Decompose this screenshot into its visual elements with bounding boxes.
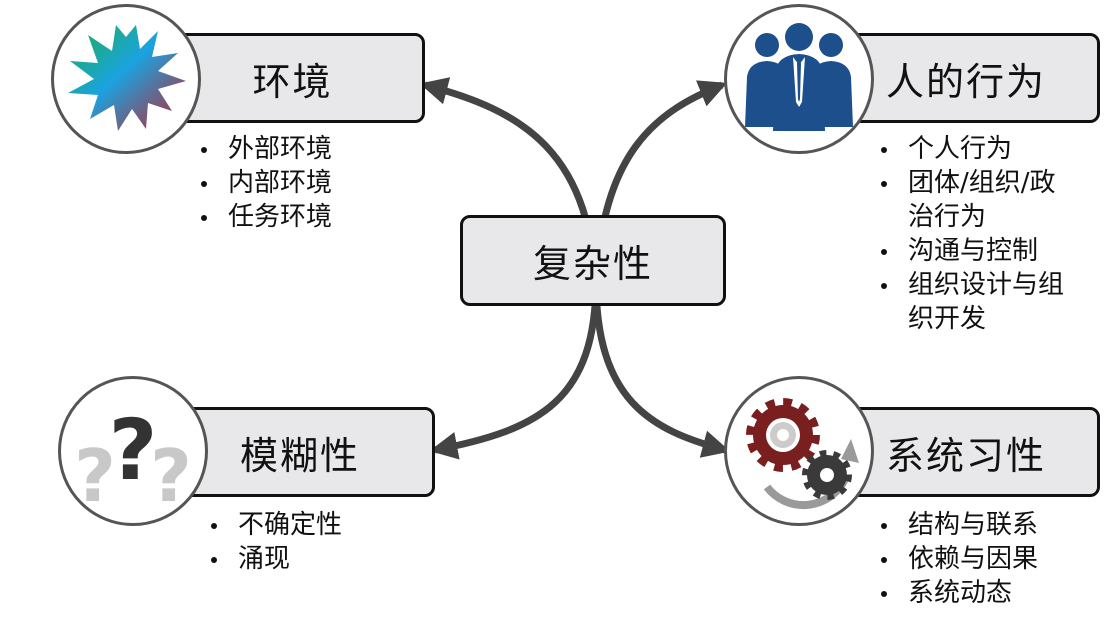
human-behavior-circle (724, 4, 874, 154)
human-behavior-title: 人的行为 (885, 59, 1046, 104)
list-item: 沟通与控制 (875, 234, 1075, 268)
ambiguity-circle: ? ? ? (58, 376, 208, 526)
environment-list: 外部环境 内部环境 任务环境 (195, 132, 332, 234)
gears-icon (746, 398, 859, 510)
list-item: 系统动态 (875, 576, 1038, 610)
environment-title: 环境 (252, 59, 333, 104)
list-item: 结构与联系 (875, 508, 1038, 542)
center-box: 复杂性 (460, 215, 726, 306)
question-marks-icon: ? ? ? (74, 401, 192, 518)
list-item: 组织设计与组织开发 (875, 268, 1075, 336)
list-item: 依赖与因果 (875, 542, 1038, 576)
starburst-icon (68, 25, 186, 131)
list-item: 涌现 (205, 542, 342, 576)
list-item: 团体/组织/政治行为 (875, 166, 1075, 234)
svg-text:?: ? (109, 401, 158, 499)
system-habits-circle (724, 376, 874, 526)
business-people-icon (745, 23, 853, 131)
svg-text:?: ? (150, 434, 192, 518)
ambiguity-list: 不确定性 涌现 (205, 508, 342, 576)
list-item: 个人行为 (875, 132, 1075, 166)
svg-text:?: ? (74, 434, 116, 518)
environment-circle (51, 4, 201, 154)
center-label: 复杂性 (532, 242, 653, 286)
human-behavior-list: 个人行为 团体/组织/政治行为 沟通与控制 组织设计与组织开发 (875, 132, 1075, 336)
ambiguity-title: 模糊性 (239, 433, 360, 478)
list-item: 内部环境 (195, 166, 332, 200)
arrow-to-ambiguity (429, 279, 600, 460)
arrow-to-system-habits (592, 279, 731, 458)
system-habits-title: 系统习性 (885, 433, 1046, 478)
list-item: 任务环境 (195, 200, 332, 234)
system-habits-list: 结构与联系 依赖与因果 系统动态 (875, 508, 1038, 610)
list-item: 不确定性 (205, 508, 342, 542)
list-item: 外部环境 (195, 132, 332, 166)
